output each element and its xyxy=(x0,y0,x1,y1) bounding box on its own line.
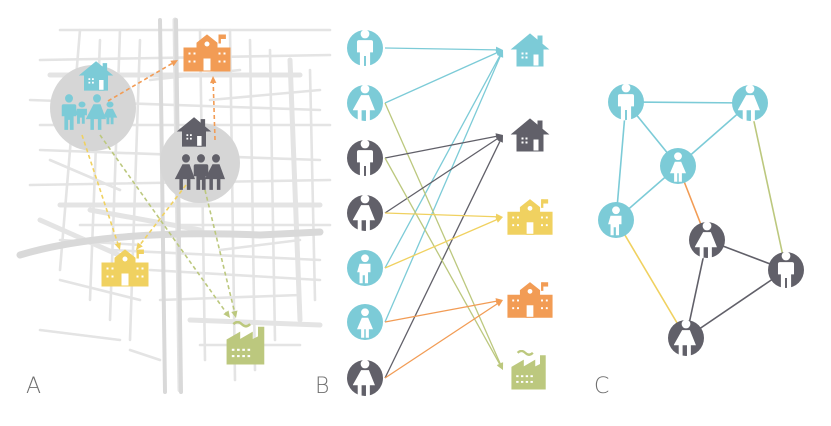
street-line xyxy=(128,348,162,362)
street-line xyxy=(128,38,142,342)
bipartite-person-p2 xyxy=(347,84,383,122)
house-icon xyxy=(511,33,549,67)
network-edge-green xyxy=(749,102,787,271)
bipartite-edge-green xyxy=(384,157,503,370)
street-line xyxy=(58,278,142,302)
bipartite-person-p4 xyxy=(347,194,383,232)
network-edge-teal xyxy=(615,101,627,221)
female-person-icon xyxy=(85,94,107,130)
school-icon xyxy=(101,249,149,287)
bipartite-person-p1 xyxy=(347,29,383,67)
map-arrow-yellow xyxy=(136,184,187,250)
map-arrow-orange xyxy=(210,76,217,141)
bipartite-edge-teal xyxy=(384,49,503,104)
panel-label-a: A xyxy=(26,374,42,399)
bipartite-edge-teal xyxy=(384,46,503,54)
street-line xyxy=(108,248,322,262)
school-icon xyxy=(507,198,553,235)
bipartite-edge-orange xyxy=(384,300,503,379)
child-person-icon xyxy=(74,101,87,124)
bipartite-places xyxy=(507,33,553,390)
network-node-n5 xyxy=(689,221,725,259)
street-line xyxy=(268,48,277,342)
network-edges xyxy=(615,101,787,339)
bipartite-edge-teal xyxy=(384,50,504,323)
panel-label-c: C xyxy=(594,374,610,399)
bipartite-person-p3 xyxy=(347,139,383,177)
school-icon xyxy=(507,281,553,318)
panel-a-city-map xyxy=(16,17,332,394)
bipartite-people xyxy=(347,29,383,397)
bipartite-edge-yellow xyxy=(384,216,503,269)
network-node-n6 xyxy=(768,251,804,289)
network-node-n1 xyxy=(608,83,644,121)
highway-line xyxy=(16,228,324,259)
child-female-person-icon xyxy=(102,101,118,125)
bipartite-person-p5 xyxy=(347,250,383,286)
house-icon xyxy=(177,117,211,147)
street-line xyxy=(148,268,322,282)
street-line xyxy=(228,28,237,382)
network-node-n3 xyxy=(660,148,696,184)
bipartite-edge-dark xyxy=(384,135,503,379)
map-arrow-yellow xyxy=(81,134,121,250)
house-icon xyxy=(511,118,549,152)
map-trip-arrows xyxy=(81,60,238,318)
map-place-icons xyxy=(61,34,266,365)
panel-b-bipartite xyxy=(347,29,553,397)
street-line xyxy=(48,158,122,192)
network-node-n2 xyxy=(732,84,768,122)
network-node-n7 xyxy=(668,319,704,357)
network-nodes xyxy=(598,83,804,357)
bipartite-person-p6 xyxy=(347,304,383,340)
school-icon xyxy=(183,34,231,72)
main-road-line xyxy=(158,18,183,394)
street-line xyxy=(38,328,122,342)
street-line xyxy=(218,238,302,252)
street-line xyxy=(287,57,303,323)
male-person-icon xyxy=(193,154,209,190)
map-arrow-green xyxy=(204,189,238,318)
network-edge-teal xyxy=(625,101,751,104)
factory-icon xyxy=(510,350,547,390)
map-arrow-green xyxy=(99,134,230,318)
bipartite-edge-dark xyxy=(384,133,503,159)
bipartite-person-p7 xyxy=(347,359,383,397)
bipartite-edges xyxy=(384,46,504,379)
network-node-n4 xyxy=(598,202,634,238)
female-person-icon xyxy=(204,154,226,190)
map-arrow-orange xyxy=(107,60,178,102)
street-line xyxy=(148,68,242,82)
panel-label-b: B xyxy=(315,374,330,399)
street-line xyxy=(87,207,203,233)
female-person-icon xyxy=(174,154,196,190)
bipartite-edge-orange xyxy=(384,298,503,323)
factory-icon xyxy=(225,321,266,365)
male-person-icon xyxy=(61,94,77,130)
street-line xyxy=(208,88,322,102)
street-line xyxy=(158,293,302,302)
bipartite-edge-yellow xyxy=(384,212,503,220)
network-edge-yellow xyxy=(615,219,687,339)
network-edge-dark xyxy=(685,269,787,339)
panel-c-network xyxy=(598,83,804,357)
street-line xyxy=(308,68,317,302)
